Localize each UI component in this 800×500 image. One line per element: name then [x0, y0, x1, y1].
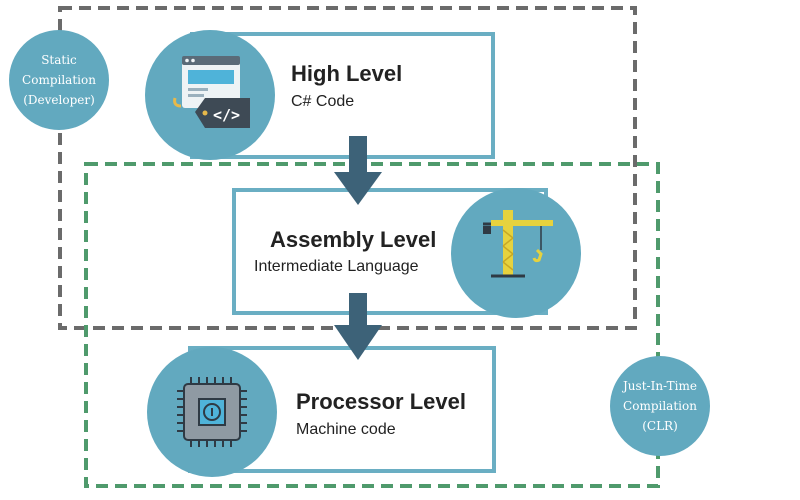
processor-level-title: Processor Level	[296, 389, 466, 414]
crane-icon-circle	[451, 188, 581, 318]
static-compilation-line3: (Developer)	[23, 93, 95, 107]
jit-compilation-line3: (CLR)	[642, 419, 678, 433]
jit-compilation-region	[84, 162, 660, 488]
static-compilation-line1: Static	[41, 53, 77, 67]
jit-compilation-line1: Just-In-Time	[623, 379, 697, 393]
svg-text:</>: </>	[213, 106, 240, 124]
code-window-icon: </>	[173, 56, 250, 128]
high-level-title: High Level	[291, 61, 403, 86]
arrow-assembly-to-processor	[334, 293, 382, 360]
high-level-subtitle: C# Code	[291, 93, 355, 110]
processor-level-subtitle: Machine code	[296, 421, 396, 438]
static-compilation-label: Static Compilation (Developer)	[9, 30, 109, 130]
arrow-high-to-assembly	[334, 136, 382, 205]
jit-compilation-label: Just-In-Time Compilation (CLR)	[610, 356, 710, 456]
static-compilation-line2: Compilation	[22, 73, 96, 87]
processor-chip-icon	[177, 377, 247, 447]
jit-compilation-line2: Compilation	[623, 399, 697, 413]
processor-chip-icon-circle	[147, 347, 277, 477]
code-window-icon-circle: </>	[145, 30, 275, 160]
assembly-level-title: Assembly Level	[270, 227, 437, 252]
assembly-level-subtitle: Intermediate Language	[254, 258, 419, 275]
crane-icon	[483, 210, 553, 278]
